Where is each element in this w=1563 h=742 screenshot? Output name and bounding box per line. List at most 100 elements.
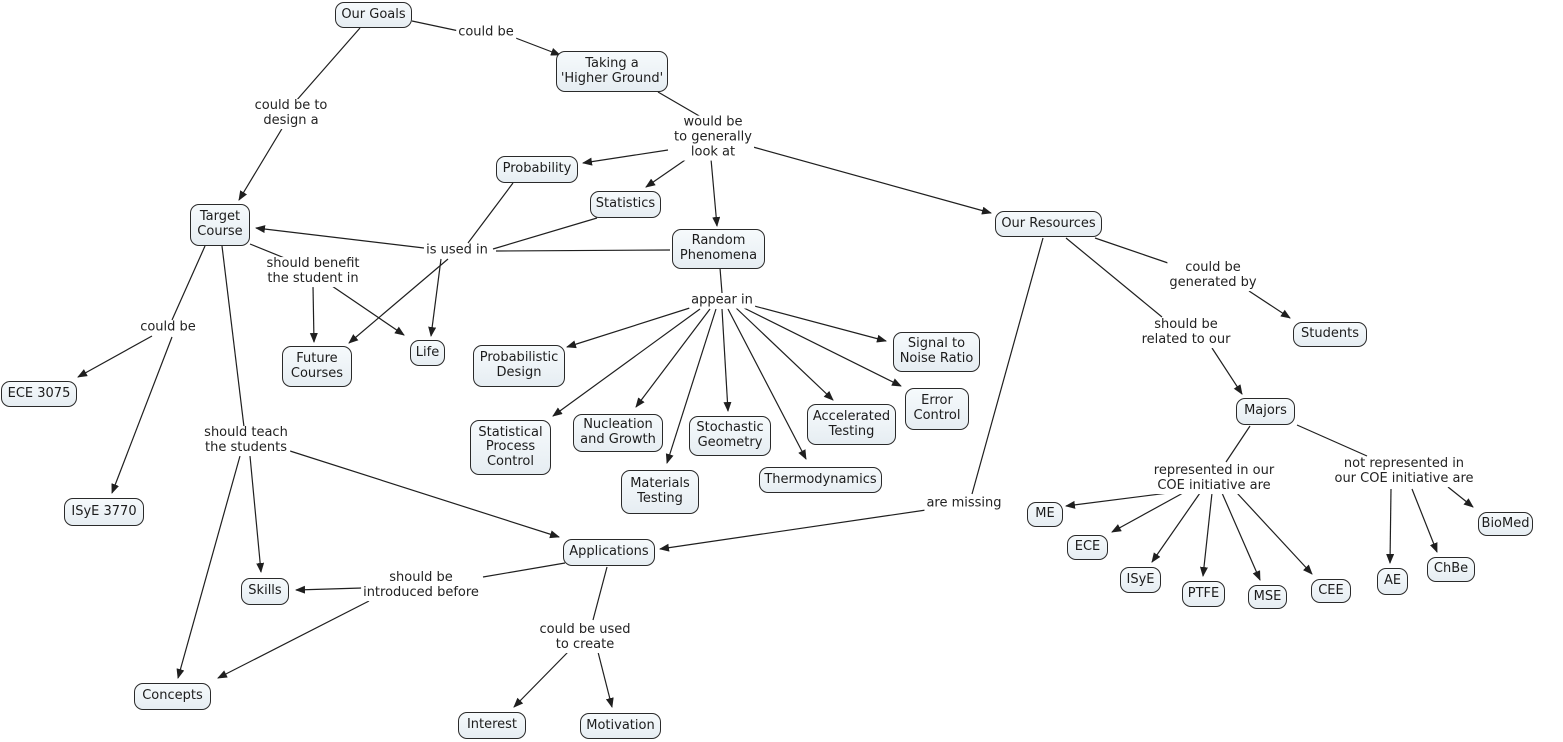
edge-line [659, 509, 927, 552]
edge-line [1111, 492, 1184, 533]
edge-line [552, 308, 701, 417]
concept-node-ece[interactable]: ECE [1067, 535, 1108, 560]
edge-line [428, 258, 442, 337]
edge-line [1411, 488, 1438, 553]
concept-node-ece-3075[interactable]: ECE 3075 [1, 381, 77, 407]
concept-node-our-resources[interactable]: Our Resources [995, 211, 1102, 237]
concept-node-biomed[interactable]: BioMed [1478, 512, 1533, 536]
concept-node-ae[interactable]: AE [1377, 568, 1408, 595]
edge-line [734, 306, 834, 401]
concept-node-me[interactable]: ME [1027, 502, 1063, 527]
edge-line [727, 308, 807, 460]
edge-line [221, 245, 245, 428]
concept-node-concepts[interactable]: Concepts [134, 683, 211, 710]
link-phrase-would-be-to-generally-look-at[interactable]: would be to generally look at [672, 114, 754, 161]
edge-line [1199, 492, 1213, 577]
link-phrase-could-be-used-to-create[interactable]: could be used to create [537, 622, 633, 653]
link-phrase-should-teach-the-students[interactable]: should teach the students [202, 425, 290, 456]
concept-node-majors[interactable]: Majors [1236, 398, 1295, 425]
concept-node-statistics[interactable]: Statistics [590, 191, 661, 218]
concept-node-signal-to-noise-ratio[interactable]: Signal to Noise Ratio [893, 332, 980, 372]
edge-line [238, 126, 284, 201]
concept-node-probability[interactable]: Probability [496, 156, 578, 183]
edge-line [1065, 237, 1163, 318]
link-phrase-is-used-in[interactable]: is used in [424, 242, 490, 259]
concept-node-applications[interactable]: Applications [563, 539, 655, 566]
edge-line [176, 455, 241, 679]
concept-node-isye[interactable]: ISyE [1120, 567, 1161, 593]
edge-line [1296, 424, 1368, 457]
concept-node-mse[interactable]: MSE [1248, 585, 1287, 609]
edge-line [592, 566, 608, 621]
concept-node-error-control[interactable]: Error Control [905, 388, 969, 430]
edge-line [645, 157, 689, 188]
concept-node-accelerated-testing[interactable]: Accelerated Testing [807, 404, 896, 445]
edge-line [1094, 237, 1169, 264]
link-phrase-could-be-to-design-a[interactable]: could be to design a [252, 98, 330, 129]
edge-line [1386, 488, 1395, 564]
concept-node-future-courses[interactable]: Future Courses [282, 346, 352, 387]
concept-node-life[interactable]: Life [410, 340, 445, 366]
link-phrase-represented-in-our-coe-initiative-are[interactable]: represented in our COE initiative are [1151, 463, 1277, 494]
edge-line [635, 308, 711, 408]
edge-line [249, 455, 265, 573]
concept-node-statistical-process-control[interactable]: Statistical Process Control [470, 420, 551, 475]
concept-node-materials-testing[interactable]: Materials Testing [621, 470, 699, 514]
edge-line [742, 302, 887, 343]
concept-node-chbe[interactable]: ChBe [1427, 557, 1475, 582]
edge-line [111, 336, 173, 494]
concept-node-taking-a-higher-ground[interactable]: Taking a 'Higher Ground' [556, 51, 668, 92]
edge-line [719, 267, 723, 294]
edge-line [331, 285, 405, 336]
edge-line [1065, 492, 1169, 509]
edge-line [1211, 347, 1243, 395]
concept-node-isye-3770[interactable]: ISyE 3770 [64, 498, 144, 526]
link-phrase-not-represented-in-our-coe-initiative-are[interactable]: not represented in our COE initiative ar… [1332, 456, 1476, 487]
link-phrase-are-missing[interactable]: are missing [924, 495, 1004, 512]
concept-node-skills[interactable]: Skills [241, 578, 289, 605]
edge-line [1236, 492, 1313, 575]
concept-node-thermodynamics[interactable]: Thermodynamics [759, 467, 882, 493]
edge-line [1225, 425, 1251, 463]
edge-line [492, 217, 598, 250]
edge-line [289, 450, 560, 539]
concept-node-our-goals[interactable]: Our Goals [335, 2, 412, 28]
edge-line [467, 182, 514, 244]
edge-line [665, 308, 717, 464]
concept-node-cee[interactable]: CEE [1311, 579, 1351, 603]
link-phrase-appear-in[interactable]: appear in [689, 292, 755, 309]
edge-line [295, 585, 363, 594]
link-phrase-could-be-course[interactable]: could be [138, 319, 198, 336]
concept-node-nucleation-and-growth[interactable]: Nucleation and Growth [573, 414, 663, 452]
edge-line [411, 20, 460, 32]
link-phrase-could-be-goal[interactable]: could be [456, 24, 516, 41]
link-phrase-could-be-generated-by[interactable]: could be generated by [1167, 260, 1259, 291]
concept-node-interest[interactable]: Interest [458, 712, 526, 739]
concept-node-target-course[interactable]: Target Course [190, 204, 250, 246]
edge-line [582, 149, 669, 166]
edge-line [482, 562, 566, 578]
concept-node-random-phenomena[interactable]: Random Phenomena [672, 229, 765, 269]
link-phrase-should-be-related-to-our[interactable]: should be related to our [1139, 317, 1233, 348]
edge-line [710, 158, 721, 227]
concept-node-stochastic-geometry[interactable]: Stochastic Geometry [689, 416, 771, 456]
concept-node-students[interactable]: Students [1293, 322, 1367, 347]
concept-node-probabilistic-design[interactable]: Probabilistic Design [473, 345, 565, 387]
concept-node-ptfe[interactable]: PTFE [1182, 581, 1225, 607]
edge-line [348, 258, 449, 344]
edge-line [1151, 492, 1201, 563]
concept-node-motivation[interactable]: Motivation [580, 713, 661, 739]
edge-line [1248, 290, 1291, 319]
edge-line [309, 285, 318, 343]
edge-line [171, 245, 206, 321]
link-phrase-should-benefit-the-student-in[interactable]: should benefit the student in [264, 256, 362, 287]
link-phrase-should-be-introduced-before[interactable]: should be introduced before [361, 570, 481, 601]
edge-line [971, 237, 1044, 495]
edge-line [1447, 486, 1474, 508]
edge-line [752, 146, 992, 215]
edge-line [512, 36, 561, 56]
edge-line [739, 305, 902, 387]
edge-line [657, 91, 702, 118]
